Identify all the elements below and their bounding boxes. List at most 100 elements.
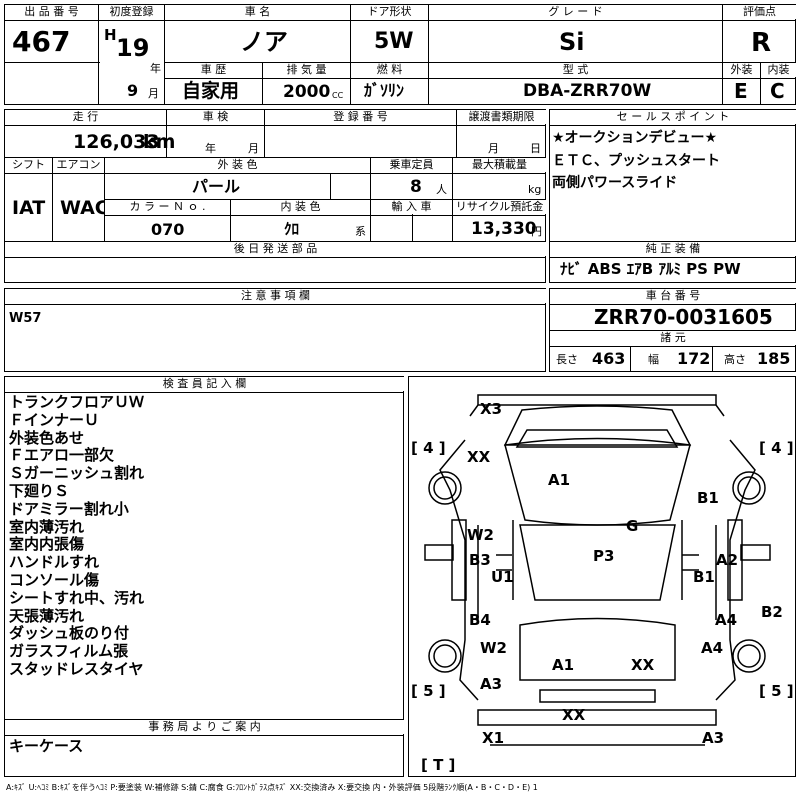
year-unit: 年 (150, 62, 161, 75)
damage-xx-rear: XX (467, 448, 491, 466)
inspector-frame (4, 376, 404, 720)
damage-p3: P3 (593, 547, 615, 565)
dims-label: 諸 元 (550, 331, 796, 345)
tire-label-t: [ T ] (421, 756, 456, 774)
damage-xx-hood: XX (631, 656, 655, 674)
displacement-unit: CC (332, 91, 344, 100)
damage-b3: B3 (469, 551, 491, 569)
notes-label: 注 意 事 項 欄 (5, 289, 546, 303)
load-unit: kg (528, 183, 542, 196)
length: 463 (592, 349, 626, 368)
capacity-unit: 人 (436, 183, 447, 196)
transfer-label: 譲渡書類期限 (457, 110, 546, 124)
height: 185 (757, 349, 791, 368)
damage-w2-upper: W2 (467, 526, 494, 544)
score-label: 評価点 (723, 5, 796, 19)
shift: IAT (12, 197, 46, 219)
inspector-line: トランクフロアＵＷ (9, 393, 145, 411)
damage-g: G (626, 517, 639, 535)
transfer-day-unit: 日 (530, 142, 541, 155)
damage-a4-lower: A4 (701, 639, 724, 657)
damage-a3-right: A3 (702, 729, 725, 747)
history-label: 車 歴 (165, 63, 262, 77)
model-label: 型 式 (429, 63, 722, 77)
sales-point-1: ★オークションデビュー★ (552, 130, 718, 146)
capacity: 8 (410, 177, 422, 197)
capacity-label: 乗車定員 (371, 158, 452, 172)
tire-label-fl: [ 5 ] (411, 682, 446, 700)
office-label: 事 務 局 よ り ご 案 内 (5, 720, 404, 734)
shift-label: シフト (5, 158, 52, 172)
fuel-label: 燃 料 (351, 63, 428, 77)
color-label: 外 装 色 (105, 158, 370, 172)
sales-point-3: 両側パワースライド (552, 175, 678, 191)
inspection-month-unit: 月 (248, 142, 259, 155)
lot-label: 出 品 番 号 (5, 5, 98, 19)
tire-rl: 4 (423, 439, 434, 457)
history: 自家用 (182, 80, 240, 102)
recycle-fee: 13,330 (471, 219, 537, 239)
car-name-label: 車 名 (165, 5, 350, 19)
sales-point-2: ＥＴＣ、プッシュスタート (552, 153, 720, 169)
chassis-label: 車 台 番 号 (550, 289, 796, 303)
inspector-line: 室内内張傷 (9, 535, 85, 554)
lot-number: 467 (12, 25, 71, 58)
inspection-year-unit: 年 (205, 142, 216, 155)
color-no: 070 (151, 220, 185, 239)
grade: Si (559, 28, 585, 56)
grade-label: グ レ ー ド (429, 5, 722, 19)
tire-label-fr: [ 5 ] (759, 682, 794, 700)
height-label: 高さ (724, 353, 746, 366)
inspector-line: ドアミラー割れ小 (9, 499, 129, 518)
inspector-line: ダッシュ板のり付 (9, 624, 130, 643)
inspector-line: シートすれ中、汚れ (9, 588, 145, 607)
width-label: 幅 (648, 353, 659, 366)
inspector-line: コンソール傷 (9, 570, 100, 589)
width: 172 (677, 349, 711, 368)
aircon: WAC (60, 197, 109, 219)
damage-x3: X3 (480, 400, 503, 418)
inspector-line: スタッドレスタイヤ (9, 659, 144, 678)
damage-x1: X1 (482, 729, 505, 747)
inspector-line: 下廻りＳ (9, 481, 70, 500)
damage-a3-left: A3 (480, 675, 503, 693)
equipment-label: 純 正 装 備 (550, 242, 796, 256)
color: パール (192, 177, 241, 196)
score: R (751, 28, 772, 58)
inspector-line: ガラスフィルム張 (9, 642, 129, 661)
int-color-unit: 系 (355, 225, 366, 238)
office-note: キーケース (9, 737, 84, 755)
exterior-label: 外装 (723, 63, 760, 77)
fuel: ｶﾞｿﾘﾝ (364, 81, 405, 100)
inspector-line: ＦインナーＵ (9, 410, 100, 429)
inspector-line: Ｓガーニッシュ割れ (9, 464, 145, 483)
notes-value: W57 (9, 311, 42, 326)
later-parts-label: 後 日 発 送 部 品 (5, 242, 546, 256)
model: DBA-ZRR70W (523, 81, 652, 101)
tire-fr: 5 (771, 682, 782, 700)
tire-t: T (433, 756, 444, 774)
damage-b1-mid: B1 (693, 568, 715, 586)
interior-label: 内装 (761, 63, 796, 77)
inspector-line: 室内薄汚れ (9, 517, 85, 536)
sales-points-label: セ ー ル ス ポ イ ン ト (550, 110, 796, 124)
inspection-label: 車 検 (167, 110, 264, 124)
equipment: ﾅﾋﾞ ABS ｴｱB ｱﾙﾐ PS PW (560, 260, 741, 278)
era-letter: H (104, 26, 117, 44)
inspector-label: 検 査 員 記 入 欄 (5, 377, 404, 391)
aircon-label: エアコン (53, 158, 104, 172)
damage-a1-roof: A1 (548, 471, 571, 489)
displacement: 2000 (283, 82, 331, 102)
door-label: ドア形状 (351, 5, 428, 19)
int-color-label: 内 装 色 (231, 200, 370, 214)
reg-month: 9 (127, 81, 139, 100)
tire-fl: 5 (423, 682, 434, 700)
inspector-line: 外装色あせ (9, 428, 85, 447)
chassis-number: ZRR70-0031605 (594, 305, 773, 329)
reg-year: 19 (116, 34, 150, 62)
inspector-line: 天張薄汚れ (9, 606, 85, 625)
recycle-label: リサイクル預託金 (453, 200, 546, 214)
import-label: 輸 入 車 (371, 200, 452, 214)
recycle-unit: 円 (531, 225, 542, 238)
int-color: ｸﾛ (284, 220, 300, 238)
